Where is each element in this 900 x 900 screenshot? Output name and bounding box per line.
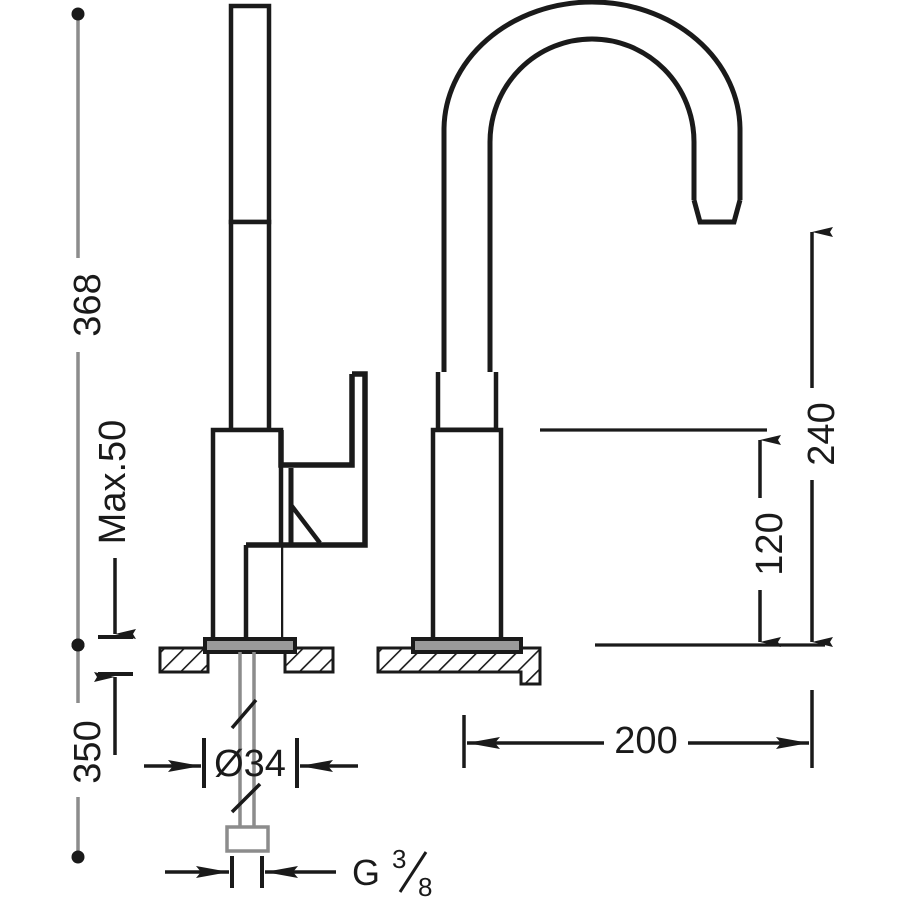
valve-mid-column xyxy=(228,219,272,433)
valve-body-lower-fill xyxy=(246,545,281,648)
dim-label-g38-prefix: G xyxy=(352,852,380,893)
dimension-hole-diameter-34: Ø34 xyxy=(144,698,358,814)
dimension-thread-g38: G 3 8 xyxy=(165,844,432,900)
dimension-spout-reach-200: 200 xyxy=(462,690,814,768)
lever-handle-outer-profile xyxy=(246,371,368,548)
dimension-supply-length-350: 350 xyxy=(52,638,109,864)
spout-inner-curve xyxy=(487,36,697,372)
dim-label-max50: Max.50 xyxy=(92,420,134,545)
dim-label-368: 368 xyxy=(67,273,109,336)
dim-label-120: 120 xyxy=(749,512,791,575)
lever-wedge-diagonal xyxy=(289,503,322,545)
dim-label-d34: Ø34 xyxy=(214,743,286,785)
fraction-slash-icon xyxy=(398,851,428,893)
gooseneck-spout-assembly xyxy=(411,0,800,654)
spout-outlet-nozzle xyxy=(691,199,743,225)
dim-label-g38-denominator: 8 xyxy=(418,872,432,900)
countertop-hatched-section-left xyxy=(158,646,210,674)
spout-collar xyxy=(435,372,499,433)
spout-outer-curve xyxy=(441,0,743,372)
dim-label-g38-numerator: 3 xyxy=(392,844,406,874)
dim-label-200: 200 xyxy=(614,720,677,762)
g38-connector-nut xyxy=(225,825,270,853)
dimension-total-height-368: 368 xyxy=(52,7,109,652)
lever-handle-upper-profile xyxy=(278,374,355,468)
dim-d34-leader-upper xyxy=(230,698,258,730)
dim-350-text-mask xyxy=(52,703,106,797)
mixer-valve-assembly xyxy=(203,3,368,853)
spout-base-column xyxy=(430,427,504,643)
dim-label-350: 350 xyxy=(67,720,109,783)
dimension-aerator-height-120: 120 xyxy=(540,428,791,647)
countertop-hatched-section-right xyxy=(376,646,542,686)
dim-120-text-mask xyxy=(734,498,786,590)
dim-368-text-mask xyxy=(52,258,106,352)
valve-upper-column xyxy=(228,3,272,225)
dimension-max-thickness-50: Max.50 xyxy=(92,420,136,755)
dim-240-text-mask xyxy=(786,388,838,480)
dim-label-240: 240 xyxy=(801,402,843,465)
valve-mounting-flange xyxy=(203,637,297,654)
spout-mounting-flange xyxy=(411,637,523,654)
dimension-spout-height-240: 240 xyxy=(595,227,843,647)
dim-d34-leader-lower xyxy=(230,782,262,814)
